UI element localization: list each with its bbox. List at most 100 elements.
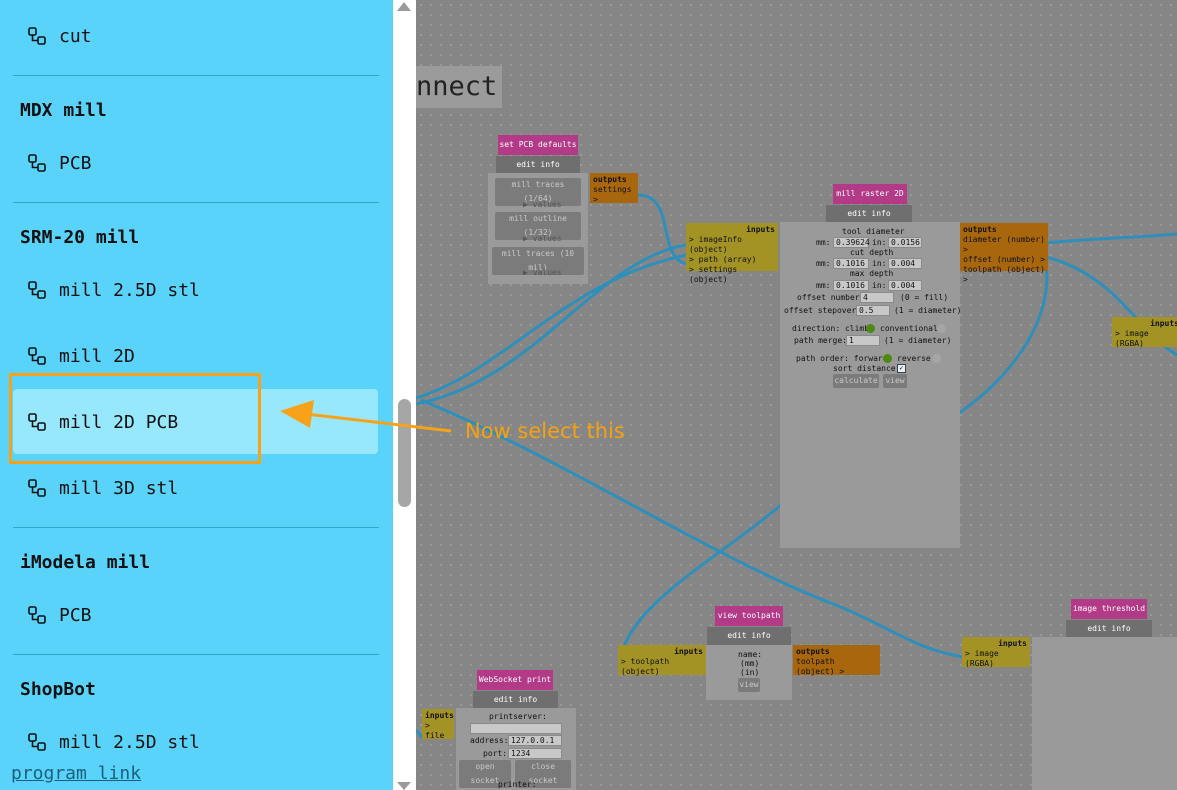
program-link[interactable]: program link (11, 763, 142, 784)
module-name-image-threshold[interactable]: image threshold (1071, 599, 1147, 619)
forward-radio[interactable] (883, 354, 892, 363)
outputs-header: outputs (593, 175, 627, 184)
path-merge-hint: (1 = diameter) (884, 336, 952, 345)
open-socket-button[interactable]: open socket (459, 760, 511, 788)
annotation-arrow-icon (280, 400, 452, 433)
menu-item-mdx-pcb[interactable]: PCB (28, 149, 92, 177)
input-port[interactable]: > path (array) (689, 255, 757, 264)
sidebar-scrollbar[interactable] (393, 0, 416, 790)
program-canvas[interactable]: set PCB defaults edit info collapse mill… (416, 0, 1177, 790)
outputs-box: outputs settings > (590, 173, 638, 204)
input-port[interactable]: > settings (object) (689, 265, 738, 284)
input-port[interactable]: > file (425, 721, 445, 740)
offset-stepover-input[interactable]: 0.5 (856, 305, 890, 316)
outputs-box: outputs diameter (number) > offset (numb… (960, 223, 1048, 284)
menu-item-cut[interactable]: cut (28, 22, 92, 50)
path-merge-label: path merge: (794, 336, 847, 345)
offset-stepover-hint: (1 = diameter) (894, 306, 962, 315)
values-toggle[interactable]: ▶ values (523, 234, 562, 243)
in-label: in: (872, 281, 887, 290)
output-port[interactable]: toolpath (object) > (963, 265, 1045, 284)
annotation-text: Now select this (465, 419, 625, 443)
max-depth-mm-input[interactable]: 0.1016 (833, 280, 869, 291)
sort-distance-checkbox[interactable]: ✓ (897, 364, 906, 373)
menu-item-srm20-mill-3d-stl[interactable]: mill 3D stl (28, 474, 178, 502)
tool-diameter-in-input[interactable]: 0.0156 (888, 237, 922, 248)
tool-diameter-mm-input[interactable]: 0.39624 (833, 237, 870, 248)
menu-item-label: mill 2.5D stl (59, 731, 200, 753)
port-input[interactable]: 1234 (508, 748, 562, 759)
module-icon (28, 606, 46, 624)
inputs-box: inputs > toolpath (object) (618, 645, 706, 676)
module-name-mill-raster-2d[interactable]: mill raster 2D (833, 184, 907, 204)
inputs-header: inputs (674, 647, 703, 656)
printer-label: printer: (498, 780, 537, 789)
address-label: address: (470, 736, 509, 745)
offset-number-label: offset number: (797, 293, 865, 302)
conventional-radio[interactable] (937, 324, 946, 333)
input-port[interactable]: > toolpath (object) (621, 657, 670, 676)
menu-item-srm20-mill-2d[interactable]: mill 2D (28, 342, 135, 370)
outputs-header: outputs (796, 647, 830, 656)
divider (13, 527, 379, 528)
module-name-view-toolpath[interactable]: view toolpath (715, 606, 783, 626)
values-toggle[interactable]: ▶ values (523, 200, 562, 209)
menu-item-label: PCB (59, 152, 92, 174)
mill-outline-132-button[interactable]: mill outline (1/32) (495, 212, 581, 240)
inputs-header: inputs (425, 711, 454, 720)
output-port[interactable]: settings > (593, 185, 632, 204)
in-label: in: (872, 259, 887, 268)
offset-number-input[interactable]: 4 (860, 292, 894, 303)
module-icon (28, 27, 46, 45)
inputs-box: inputs > image (RGBA) (1112, 317, 1177, 348)
menu-item-imodela-pcb[interactable]: PCB (28, 601, 92, 629)
mm-label: mm: (816, 281, 831, 290)
inputs-box: inputs > image (RGBA) (962, 637, 1030, 668)
direction-climb-label: direction: climb (792, 324, 870, 333)
module-icon (28, 154, 46, 172)
climb-radio[interactable] (866, 324, 875, 333)
outputs-box: outputs toolpath (object) > (793, 645, 880, 676)
calculate-button[interactable]: calculate (833, 374, 879, 388)
offset-stepover-label: offset stepover: (784, 306, 862, 315)
printserver-input[interactable] (470, 723, 562, 734)
close-socket-button[interactable]: close socket (515, 760, 571, 788)
module-name-websocket-print[interactable]: WebSocket print (477, 670, 553, 690)
input-port[interactable]: > imageInfo (object) (689, 235, 742, 254)
input-port[interactable]: > image (RGBA) (965, 649, 999, 668)
conventional-label: conventional (880, 324, 938, 333)
wire (416, 253, 687, 400)
output-port[interactable]: toolpath (object) > (796, 657, 845, 676)
path-merge-input[interactable]: 1 (846, 335, 880, 346)
address-input[interactable]: 127.0.0.1 (508, 735, 562, 746)
inputs-box: inputs > imageInfo (object) > path (arra… (686, 223, 778, 284)
menu-item-label: mill 2.5D stl (59, 279, 200, 301)
reverse-label: reverse (897, 354, 931, 363)
menu-item-srm20-mill-2d-pcb[interactable]: mill 2D PCB (28, 408, 178, 436)
cut-depth-mm-input[interactable]: 0.1016 (833, 258, 869, 269)
max-depth-in-input[interactable]: 0.004 (888, 280, 922, 291)
in-label: in: (872, 238, 887, 247)
view-button[interactable]: view (883, 374, 907, 388)
menu-item-shopbot-mill-25d-stl[interactable]: mill 2.5D stl (28, 728, 200, 756)
output-port[interactable]: offset (number) > (963, 255, 1045, 264)
cut-depth-in-input[interactable]: 0.004 (888, 258, 922, 269)
mm-label: (mm) (740, 659, 760, 668)
mill-traces-164-button[interactable]: mill traces (1/64) (495, 178, 581, 206)
mill-traces-10mil-button[interactable]: mill traces (10 mil) (492, 247, 584, 275)
menu-item-label: mill 2D PCB (59, 411, 179, 433)
module-icon (28, 733, 46, 751)
module-name-set-pcb-defaults[interactable]: set PCB defaults (498, 135, 578, 155)
output-port[interactable]: diameter (number) > (963, 235, 1045, 254)
in-label: (in) (740, 668, 760, 677)
menu-item-srm20-mill-25d-stl[interactable]: mill 2.5D stl (28, 276, 200, 304)
input-port[interactable]: > image (RGBA) (1115, 329, 1149, 348)
menu-item-label: cut (59, 25, 92, 47)
name-label: name: (738, 650, 763, 659)
values-toggle[interactable]: ▶ values (523, 268, 562, 277)
scroll-up-arrow-icon[interactable] (397, 2, 411, 11)
reverse-radio[interactable] (932, 354, 941, 363)
section-mdx-mill: MDX mill (20, 100, 107, 121)
view-button[interactable]: view (738, 678, 760, 692)
scroll-down-arrow-icon[interactable] (397, 782, 411, 790)
